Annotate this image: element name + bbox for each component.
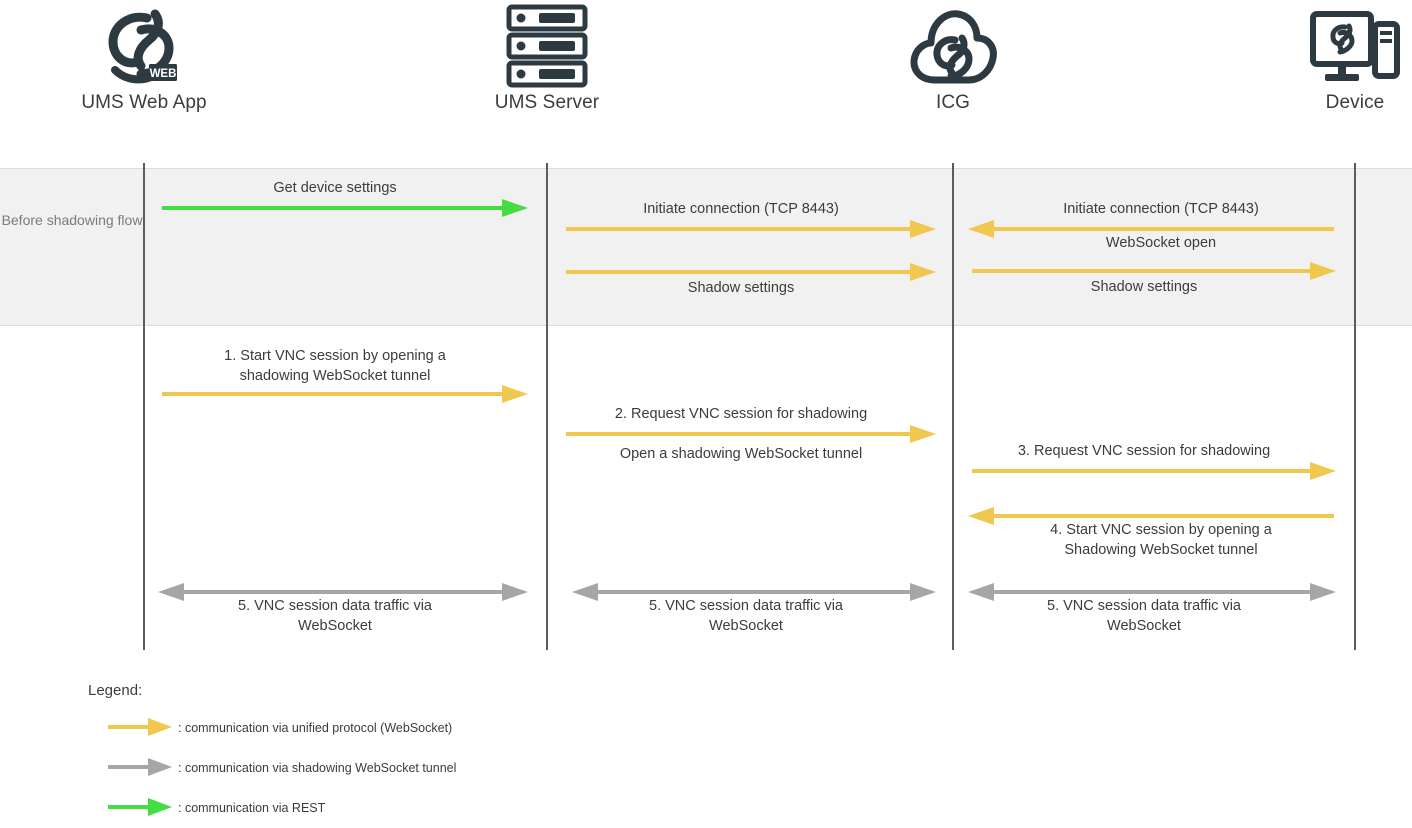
band-label: Before shadowing flow [1, 212, 143, 228]
message-label: WebSocket open [1105, 235, 1217, 251]
svg-text:WEB: WEB [150, 68, 177, 80]
legend-item-shadowing-tunnel: : communication via shadowing WebSocket … [108, 758, 708, 778]
legend-arrow-line [108, 805, 148, 809]
message-line [566, 270, 916, 274]
legend-item-rest: : communication via REST [108, 798, 708, 818]
message-label: 3. Request VNC session for shadowing [1017, 443, 1271, 459]
arrow-head-right-icon [1310, 262, 1336, 280]
message-line [162, 392, 508, 396]
message-label: Get device settings [273, 180, 397, 196]
message-line [988, 514, 1334, 518]
legend-item-label: : communication via shadowing WebSocket … [178, 761, 457, 775]
arrow-head-right-icon [1310, 462, 1336, 480]
legend-title: Legend: [88, 682, 143, 699]
message-label: 4. Start VNC session by opening a Shadow… [1050, 522, 1272, 558]
arrow-head-right-icon [910, 263, 936, 281]
legend-item-label: : communication via REST [178, 801, 326, 815]
arrow-head-right-icon [148, 718, 172, 736]
arrow-head-left-icon [158, 583, 184, 601]
message-label: 2. Request VNC session for shadowing [614, 406, 868, 422]
arrow-head-right-icon [502, 199, 528, 217]
lifeline-icg [952, 163, 954, 650]
arrow-head-right-icon [502, 583, 528, 601]
arrow-head-right-icon [502, 385, 528, 403]
message-line [162, 206, 508, 210]
arrow-head-left-icon [572, 583, 598, 601]
arrow-head-right-icon [910, 583, 936, 601]
message-label: Shadow settings [687, 280, 795, 296]
message-line [972, 269, 1316, 273]
arrow-head-right-icon [910, 220, 936, 238]
arrow-head-right-icon [148, 758, 172, 776]
actor-label-ums-web-app: UMS Web App [81, 92, 207, 113]
message-line [972, 469, 1316, 473]
actor-ums-web-app: WEB UMS Web App [29, 0, 259, 150]
arrow-head-right-icon [148, 798, 172, 816]
message-line [566, 227, 916, 231]
actor-label-device: Device [1325, 92, 1385, 113]
lifeline-device [1354, 163, 1356, 650]
actor-ums-server: UMS Server [432, 0, 662, 150]
arrow-head-right-icon [910, 425, 936, 443]
legend-item-unified-protocol: : communication via unified protocol (We… [108, 718, 708, 738]
legend-arrow-line [108, 725, 148, 729]
before-shadowing-flow-band [0, 168, 1412, 326]
lifeline-ums-server [546, 163, 548, 650]
message-line [988, 590, 1316, 594]
arrow-head-left-icon [968, 583, 994, 601]
message-line [566, 432, 916, 436]
desktop-computer-icon [1240, 0, 1412, 92]
message-label: 5. VNC session data traffic via WebSocke… [649, 598, 843, 634]
actor-label-icg: ICG [935, 92, 971, 113]
arrow-head-right-icon [1310, 583, 1336, 601]
message-label: 5. VNC session data traffic via WebSocke… [238, 598, 432, 634]
message-line [178, 590, 508, 594]
message-label: Initiate connection (TCP 8443) [643, 201, 839, 217]
server-rack-icon [432, 0, 662, 92]
arrow-head-left-icon [968, 507, 994, 525]
lifeline-ums-web-app [143, 163, 145, 650]
message-line [988, 227, 1334, 231]
actor-label-ums-server: UMS Server [494, 92, 600, 113]
actor-device: Device [1240, 0, 1412, 150]
actor-icg: ICG [838, 0, 1068, 150]
legend-arrow-line [108, 765, 148, 769]
message-label: 1. Start VNC session by opening a shadow… [224, 348, 446, 384]
legend-item-label: : communication via unified protocol (We… [178, 721, 453, 735]
message-label: 5. VNC session data traffic via WebSocke… [1047, 598, 1241, 634]
message-sub-label: Open a shadowing WebSocket tunnel [619, 446, 863, 462]
message-label: Initiate connection (TCP 8443) [1063, 201, 1259, 217]
arrow-head-left-icon [968, 220, 994, 238]
ums-web-app-logo-icon: WEB [29, 0, 259, 92]
message-label: Shadow settings [1090, 279, 1198, 295]
cloud-gateway-icon [838, 0, 1068, 92]
message-line [592, 590, 916, 594]
